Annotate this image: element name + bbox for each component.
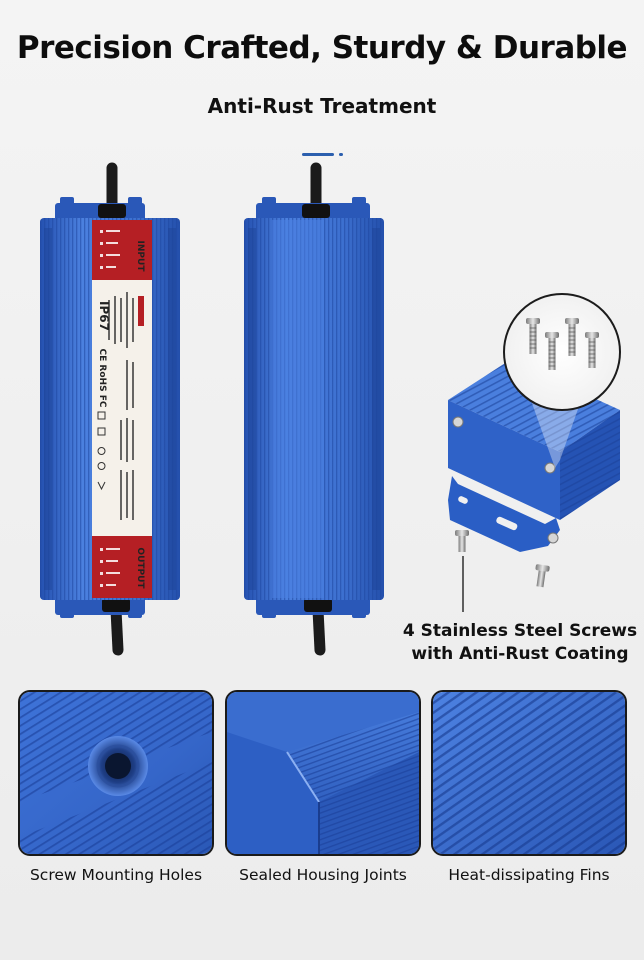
accent-dot — [339, 153, 343, 156]
page-title: Precision Crafted, Sturdy & Durable — [16, 30, 628, 66]
product-illustration: INPUT OUTPUT IP67 CE RoHS FC — [40, 162, 621, 656]
enclosure-angled — [448, 293, 621, 612]
power-supply-back — [244, 197, 384, 618]
screws-caption-line2: with Anti-Rust Coating — [411, 644, 629, 664]
housing-joint — [227, 732, 319, 854]
detail-panel-mounting-holes — [18, 690, 214, 856]
detail-panel-housing-joints — [225, 690, 421, 856]
cable-bottom-right — [312, 604, 326, 656]
label-screw-mounting-holes: Screw Mounting Holes — [29, 866, 203, 884]
detail-panel-fins — [431, 690, 627, 856]
screw-closeup-circle — [503, 293, 621, 411]
accent-divider — [302, 153, 334, 156]
output-label: OUTPUT — [135, 547, 145, 589]
screws-caption: 4 Stainless Steel Screws with Anti-Rust … — [400, 620, 640, 666]
label-sealed-housing-joints: Sealed Housing Joints — [239, 866, 407, 884]
input-label: INPUT — [135, 241, 145, 273]
label-heat-dissipating-fins: Heat-dissipating Fins — [448, 866, 610, 884]
power-supply-front: INPUT OUTPUT IP67 CE RoHS FC — [40, 197, 180, 618]
loose-screw-left — [455, 530, 469, 552]
heat-fins — [433, 692, 625, 854]
ip-rating: IP67 — [97, 301, 111, 331]
loose-screw-right — [535, 564, 550, 588]
cable-bottom-left — [110, 604, 124, 656]
page-subtitle: Anti-Rust Treatment — [207, 94, 437, 118]
cert-marks: CE RoHS FC — [97, 349, 107, 408]
screws-caption-line1: 4 Stainless Steel Screws — [402, 621, 638, 641]
screw-set — [526, 318, 599, 370]
